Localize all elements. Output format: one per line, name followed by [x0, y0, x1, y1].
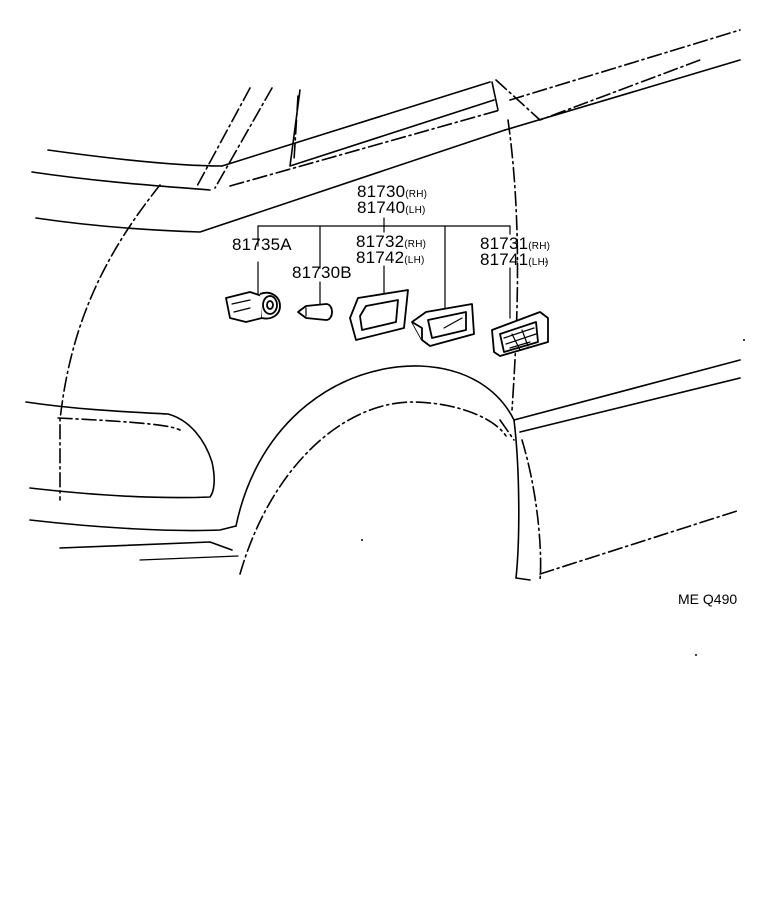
lamp-lens-icon [491, 311, 549, 357]
housing-rh-label: 81732(RH) [356, 233, 426, 250]
side-marker: (LH) [404, 255, 425, 266]
part-number: 81731 [480, 234, 529, 253]
part-number: 81740 [357, 198, 406, 217]
housing-lh-label: 81742(LH) [356, 249, 425, 266]
part-number: 81741 [480, 250, 529, 269]
side-marker: (LH) [405, 205, 426, 216]
assy-rh-label: 81730(RH) [357, 183, 427, 200]
socket-label: 81735A [232, 235, 292, 254]
car-body-outline [25, 29, 745, 656]
bulb-socket-icon [225, 291, 281, 323]
side-marker: (LH) [528, 257, 549, 268]
wedge-bulb-icon [297, 303, 333, 321]
part-number: 81730 [357, 182, 406, 201]
lens-rh-label: 81731(RH) [480, 235, 550, 252]
part-number: 81732 [356, 232, 405, 251]
illustration-code: ME Q490 [678, 591, 738, 607]
lens-lh-label: 81741(LH) [480, 251, 549, 268]
side-marker: (RH) [528, 241, 551, 252]
assy-lh-label: 81740(LH) [357, 199, 426, 216]
side-marker: (RH) [405, 189, 428, 200]
bulb-label: 81730B [292, 263, 352, 282]
side-marker: (RH) [404, 239, 427, 250]
part-number: 81742 [356, 248, 405, 267]
leader-lines [257, 217, 511, 319]
lamp-housing-icon [411, 303, 475, 347]
lamp-gasket-icon [349, 289, 409, 341]
